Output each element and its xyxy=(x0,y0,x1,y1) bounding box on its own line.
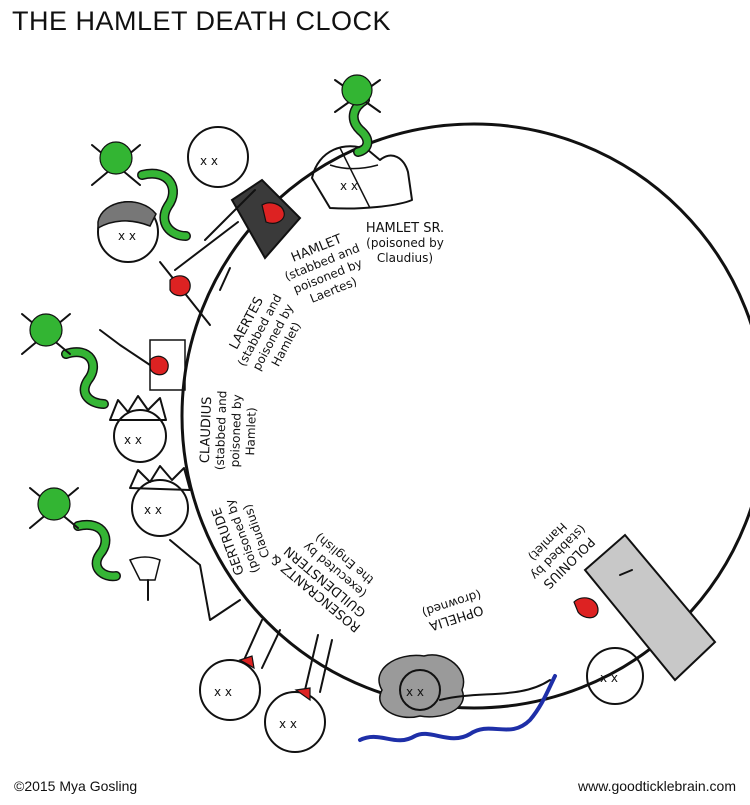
rosencrantz-guildenstern-figures: x x x x xyxy=(199,619,333,753)
gertrude-figure: x x xyxy=(128,465,241,621)
claudius-figure: x x xyxy=(99,329,186,463)
svg-text:(stabbed and: (stabbed and xyxy=(213,390,230,470)
poison-skull-icon xyxy=(29,487,121,582)
svg-text:poisoned by: poisoned by xyxy=(228,394,245,467)
website-link[interactable]: www.goodticklebrain.com xyxy=(578,778,736,794)
svg-text:Claudius): Claudius) xyxy=(377,251,433,265)
svg-text:x x: x x xyxy=(124,433,142,447)
polonius-figure: x x xyxy=(573,533,717,705)
label-hamlet-sr-name: HAMLET SR. xyxy=(366,221,444,236)
label-claudius: CLAUDIUS (stabbed and poisoned by Hamlet… xyxy=(198,390,259,470)
hamlet-figure: x x xyxy=(187,126,302,291)
page-title: THE HAMLET DEATH CLOCK xyxy=(12,6,392,36)
hamlet-sr-figure: x x xyxy=(311,145,413,210)
ghost-eyes: x x xyxy=(340,179,358,193)
poison-skull-icon xyxy=(334,74,381,157)
svg-text:x x: x x xyxy=(279,717,297,731)
svg-text:x x: x x xyxy=(144,503,162,517)
svg-text:(poisoned by: (poisoned by xyxy=(366,236,444,250)
poison-skull-icon xyxy=(21,313,109,409)
svg-text:x x: x x xyxy=(406,685,424,699)
laertes-figure: x x xyxy=(97,201,239,326)
svg-text:x x: x x xyxy=(214,685,232,699)
svg-text:Hamlet): Hamlet) xyxy=(243,407,259,456)
ophelia-figure: x x xyxy=(358,654,557,743)
svg-text:x x: x x xyxy=(600,671,618,685)
svg-text:x x: x x xyxy=(200,154,218,168)
poison-skull-icon xyxy=(91,141,191,241)
copyright-text: ©2015 Mya Gosling xyxy=(14,778,138,794)
svg-text:x x: x x xyxy=(118,229,136,243)
label-claudius-name: CLAUDIUS xyxy=(198,396,215,463)
label-hamlet-sr: HAMLET SR. (poisoned by Claudius) xyxy=(366,221,444,265)
